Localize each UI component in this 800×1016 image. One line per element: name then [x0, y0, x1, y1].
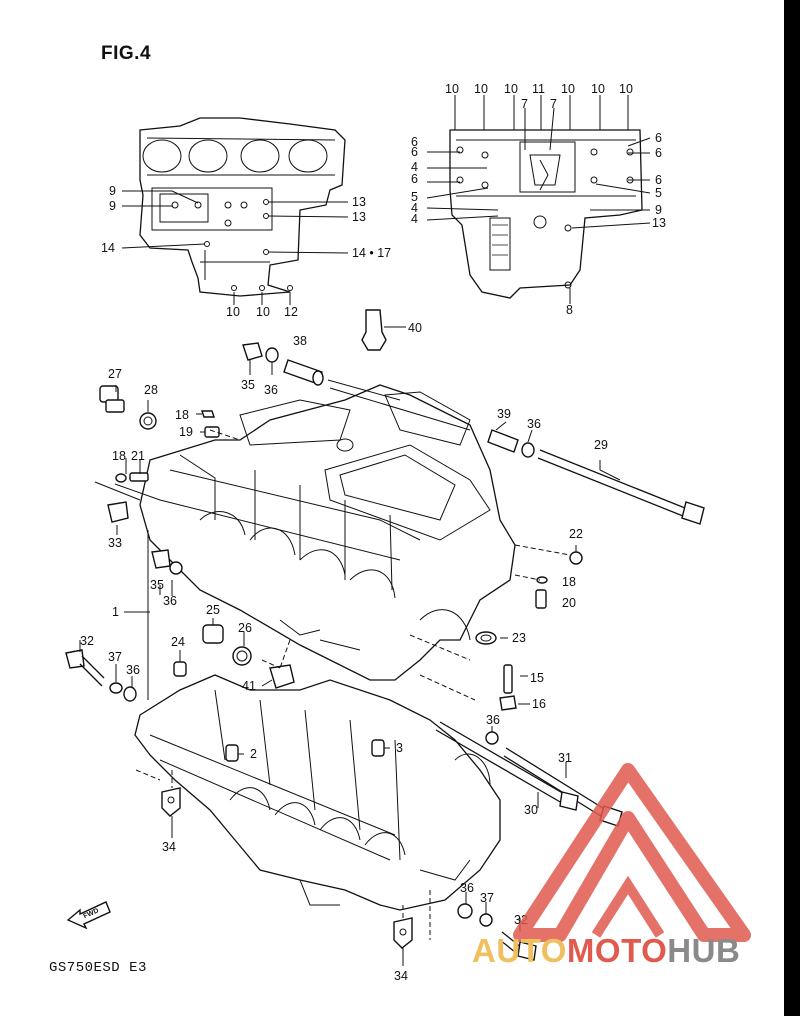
label-part: 21	[131, 449, 145, 463]
label-inset-right: 10	[474, 82, 488, 96]
label-part: 18	[175, 408, 189, 422]
label-part: 19	[179, 425, 193, 439]
label-part: 40	[408, 321, 422, 335]
watermark-brand-part1: AUTO	[472, 932, 567, 969]
watermark-brand-part2: MOTO	[566, 932, 668, 969]
label-part: 35	[241, 378, 255, 392]
label-part: 16	[532, 697, 546, 711]
label-part: 33	[108, 536, 122, 550]
label-inset-right: 4	[411, 212, 418, 226]
label-inset-right: 10	[561, 82, 575, 96]
label-part: 31	[558, 751, 572, 765]
label-inset-right: 8	[566, 303, 573, 317]
label-inset-left: 10	[256, 305, 270, 319]
label-part: 36	[264, 383, 278, 397]
label-part: 34	[162, 840, 176, 854]
window-edge-bar	[784, 0, 800, 1016]
label-part: 3	[396, 741, 403, 755]
label-part: 15	[530, 671, 544, 685]
label-inset-right: 6	[655, 173, 662, 187]
label-inset-right: 7	[521, 97, 528, 111]
label-inset-right: 10	[591, 82, 605, 96]
label-inset-left: 13	[352, 210, 366, 224]
label-part: 22	[569, 527, 583, 541]
label-part: 24	[171, 635, 185, 649]
label-part: 23	[512, 631, 526, 645]
label-part: 35	[150, 578, 164, 592]
main-part-labels: 40 38 35 36 27 28 18 19 18 21 33 39 36 2…	[80, 321, 608, 983]
label-part: 20	[562, 596, 576, 610]
inset-left-crankcase-top-view: 9 9 14 13 13 14 • 17 10 10 12	[101, 117, 391, 319]
label-part: 26	[238, 621, 252, 635]
label-part: 32	[80, 634, 94, 648]
label-part: 36	[460, 881, 474, 895]
figure-title: FIG.4	[101, 43, 152, 64]
model-code: GS750ESD E3	[49, 960, 147, 976]
label-inset-right: 10	[504, 82, 518, 96]
label-part: 37	[480, 891, 494, 905]
label-inset-right: 5	[655, 186, 662, 200]
label-inset-right: 11	[532, 82, 545, 96]
label-part: 38	[293, 334, 307, 348]
label-inset-right: 9	[655, 203, 662, 217]
leader-lines	[79, 360, 621, 966]
label-inset-left: 9	[109, 199, 116, 213]
label-inset-right: 6	[411, 172, 418, 186]
label-inset-right: 10	[445, 82, 459, 96]
label-inset-right: 6	[411, 135, 418, 149]
watermark-brand: AUTOMOTOHUB	[472, 932, 740, 970]
inset-right-crankcase-bottom-view: 10 10 10 11 10 10 10 7 7 6 6 4 6 5 4 4 6…	[411, 82, 666, 317]
label-inset-right: 13	[652, 216, 666, 230]
label-part: 36	[527, 417, 541, 431]
label-part: 29	[594, 438, 608, 452]
label-inset-left: 9	[109, 184, 116, 198]
label-inset-right: 4	[411, 201, 418, 215]
label-part: 30	[524, 803, 538, 817]
fwd-arrow-badge: FWD	[66, 901, 111, 930]
label-part: 36	[126, 663, 140, 677]
label-inset-right: 10	[619, 82, 633, 96]
label-inset-right: 7	[550, 97, 557, 111]
label-part: 34	[394, 969, 408, 983]
label-part: 36	[163, 594, 177, 608]
label-inset-left: 10	[226, 305, 240, 319]
label-part: 25	[206, 603, 220, 617]
label-part: 27	[108, 367, 122, 381]
label-part: 37	[108, 650, 122, 664]
lower-crankcase	[134, 674, 501, 911]
label-inset-left: 14 • 17	[352, 246, 391, 260]
label-inset-left: 13	[352, 195, 366, 209]
label-inset-right: 6	[655, 131, 662, 145]
label-inset-right: 5	[411, 190, 418, 204]
watermark-logo-mark	[513, 763, 751, 942]
label-inset-left: 14	[101, 241, 115, 255]
label-part: 41	[242, 679, 256, 693]
label-part: 18	[562, 575, 576, 589]
upper-crankcase	[139, 384, 516, 681]
label-inset-right: 4	[411, 160, 418, 174]
label-part: 36	[486, 713, 500, 727]
label-inset-right: 6	[655, 146, 662, 160]
label-part: 28	[144, 383, 158, 397]
label-part: 39	[497, 407, 511, 421]
label-part: 18	[112, 449, 126, 463]
watermark-brand-part3: HUB	[667, 932, 741, 969]
label-part: 2	[250, 747, 257, 761]
label-inset-right: 6	[411, 145, 418, 159]
label-inset-left: 12	[284, 305, 298, 319]
label-part: 1	[112, 605, 119, 619]
